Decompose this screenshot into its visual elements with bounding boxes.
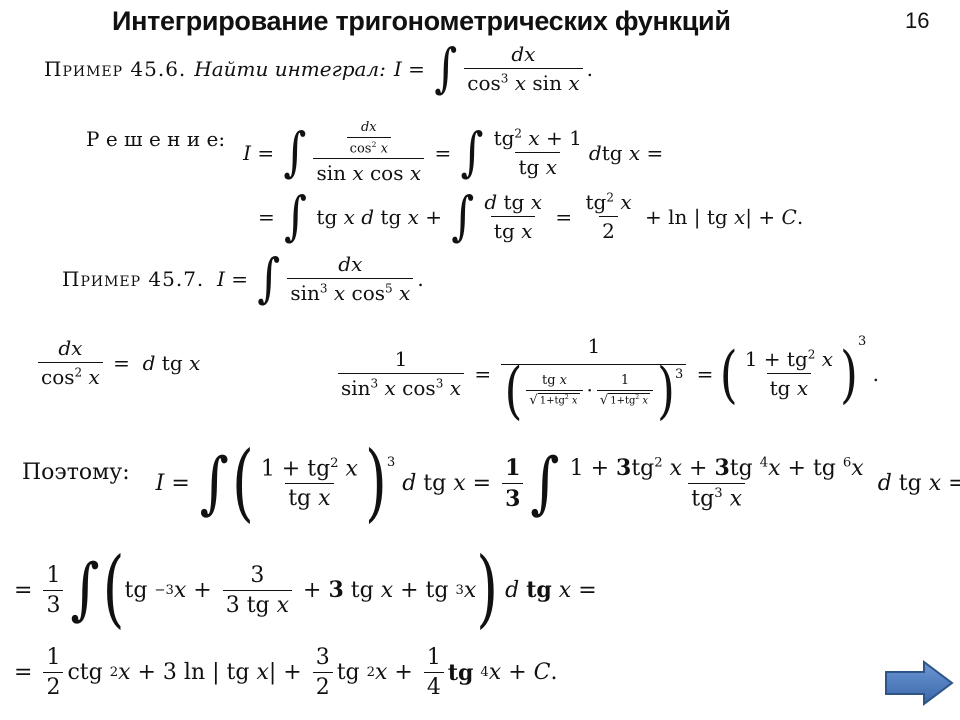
arrow-right-icon [885, 660, 954, 706]
slide-title: Интегрирование тригонометрических функци… [112, 6, 731, 36]
solution-label: Р е ш е н и е: [86, 126, 226, 151]
therefore-label: Поэтому: [22, 460, 130, 485]
example-1-label: Пример 45.6. [44, 56, 187, 81]
next-slide-button[interactable] [884, 660, 954, 706]
example-1-task: Найти интеграл: [194, 56, 386, 81]
example-2-label: Пример 45.7. [62, 266, 205, 291]
page-number: 16 [905, 8, 930, 33]
